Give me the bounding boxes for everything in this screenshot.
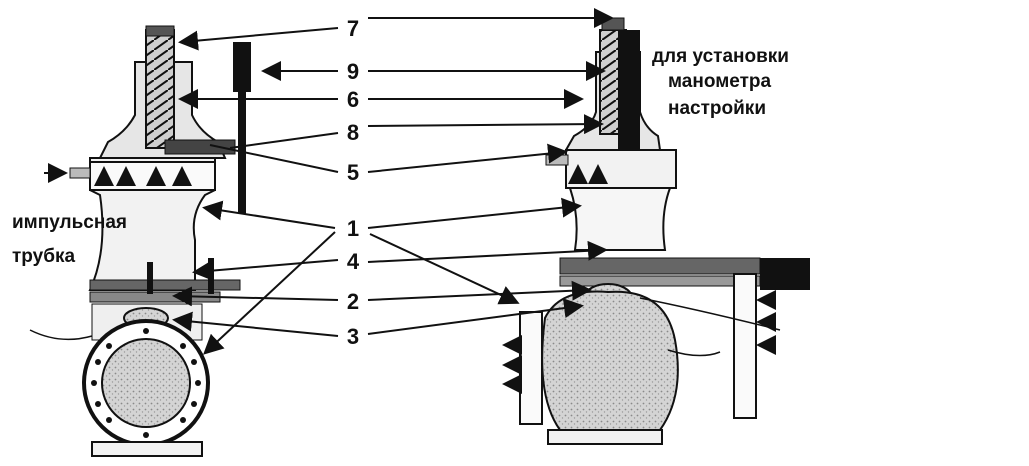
impulse-tube-line2: трубка	[12, 246, 75, 267]
gauge-note-line1: для установки	[652, 46, 789, 67]
left-base	[91, 441, 203, 457]
callout-7: 7	[347, 16, 359, 41]
impulse-tube-line1: импульсная	[12, 212, 127, 233]
callout-8: 8	[347, 120, 359, 145]
left-nozzle	[69, 167, 91, 179]
right-cap	[601, 17, 625, 31]
right-up-arrows	[568, 164, 608, 184]
callout-1: 1	[347, 216, 359, 241]
right-lower-body	[541, 290, 679, 431]
right-actuator	[565, 149, 677, 189]
callout-3: 3	[347, 324, 359, 349]
left-stem	[147, 262, 153, 294]
right-left-flange	[519, 311, 543, 425]
gauge-note-line3: настройки	[668, 98, 766, 119]
callout-5: 5	[347, 160, 359, 185]
left-flange-4	[89, 279, 241, 291]
right-flange-2	[559, 275, 761, 287]
gauge-note-line2: манометра	[668, 71, 771, 92]
right-flange-4	[559, 257, 761, 275]
left-plate	[164, 139, 236, 155]
left-stem-right	[208, 258, 214, 294]
callout-numbers: 7 9 6 8 5 1 4 2 3	[347, 16, 360, 349]
left-up-arrows	[94, 166, 192, 186]
impulse-tube-note: импульсная трубка	[12, 212, 127, 267]
right-body	[568, 187, 672, 251]
right-flow-arrows	[502, 290, 776, 394]
right-impulse-line	[639, 297, 781, 331]
left-spring	[145, 29, 175, 149]
left-rod-9	[233, 42, 251, 92]
left-pipe-line	[29, 329, 93, 341]
callout-9: 9	[347, 59, 359, 84]
right-base	[547, 429, 663, 445]
left-pipe-bore	[101, 338, 191, 428]
callout-6: 6	[347, 87, 359, 112]
left-cap	[145, 25, 175, 37]
right-nozzle	[545, 154, 569, 166]
callout-leaders	[172, 8, 614, 355]
gauge-note: для установки манометра настройки	[652, 46, 789, 119]
left-valve	[29, 25, 251, 457]
right-gauge-box	[760, 258, 810, 290]
left-bolt-holes	[91, 328, 201, 438]
right-valve	[502, 17, 810, 445]
callout-2: 2	[347, 289, 359, 314]
right-right-flange	[733, 273, 757, 419]
callout-4: 4	[347, 249, 360, 274]
left-diaphragm-band	[89, 161, 216, 191]
right-pipe-line	[667, 349, 721, 357]
